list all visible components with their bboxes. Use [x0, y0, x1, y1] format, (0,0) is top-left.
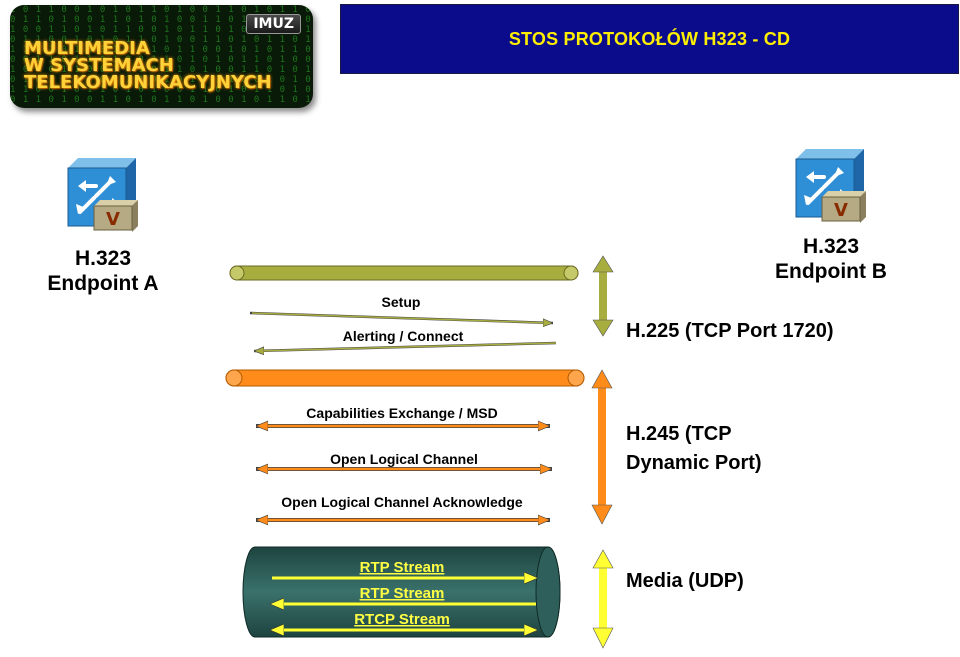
h245-channel-pipe: [225, 369, 585, 387]
h225-scope-arrow: [592, 255, 614, 337]
alerting-connect-label: Alerting / Connect: [343, 328, 464, 344]
endpoint-a-label: H.323 Endpoint A: [47, 247, 159, 295]
rtcp-stream-label: RTCP Stream: [354, 611, 450, 628]
rtp-stream-label-1: RTP Stream: [360, 559, 445, 576]
router-voice-icon: V: [795, 149, 866, 223]
router-voice-icon: V: [67, 158, 138, 232]
open-logical-channel-label: Open Logical Channel: [330, 451, 478, 467]
logo-title: MULTIMEDIA W SYSTEMACH TELEKOMUNIKACYJNY…: [24, 38, 272, 93]
h245-scope-arrow: [591, 369, 613, 525]
endpoint-b-label: H.323 Endpoint B: [775, 235, 887, 283]
slide-title-banner: STOS PROTOKOŁÓW H323 - CD: [340, 4, 959, 74]
h225-protocol-label: H.225 (TCP Port 1720): [626, 320, 834, 342]
router-badge-a: V: [106, 209, 120, 230]
olc-ack-label: Open Logical Channel Acknowledge: [281, 494, 523, 510]
logo-badge: IMUZ: [246, 14, 301, 34]
media-channel-pipe: [242, 546, 561, 638]
capabilities-exchange-label: Capabilities Exchange / MSD: [306, 405, 497, 421]
matrix-rain-decoration: 1 0 1 1 0 0 1 0 1 0 1 1 0 1 0 0 1 1 0 1 …: [10, 5, 312, 105]
h245-protocol-label-line2: Dynamic Port): [626, 452, 762, 474]
media-protocol-label: Media (UDP): [626, 570, 744, 592]
router-badge-b: V: [834, 200, 848, 221]
media-scope-arrow: [592, 549, 614, 649]
rtp-stream-label-2: RTP Stream: [360, 585, 445, 602]
setup-label: Setup: [382, 294, 421, 310]
h225-channel-pipe: [229, 265, 579, 281]
course-logo: 1 0 1 1 0 0 1 0 1 0 1 1 0 1 0 0 1 1 0 1 …: [10, 5, 313, 108]
slide-title: STOS PROTOKOŁÓW H323 - CD: [508, 28, 791, 49]
h245-protocol-label-line1: H.245 (TCP: [626, 423, 732, 445]
